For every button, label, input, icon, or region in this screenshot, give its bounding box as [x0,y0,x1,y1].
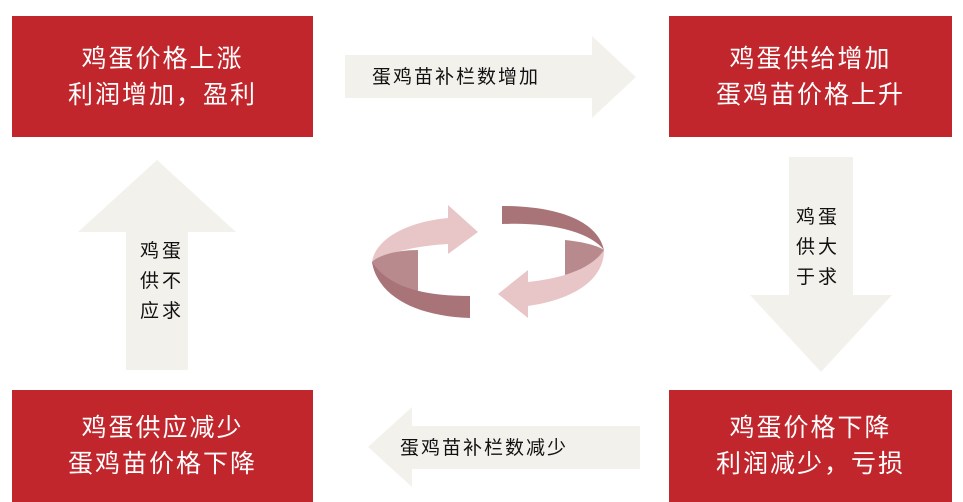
box-line: 鸡蛋价格上涨 [81,43,244,73]
left-up-arrow [78,160,236,370]
right-arrow-label: 鸡蛋 供大 于求 [796,202,840,292]
label-line: 鸡蛋 [796,206,841,228]
label-line: 供不 [140,270,185,292]
box-line: 利润减少，亏损 [715,449,905,478]
box-line: 鸡蛋供给增加 [729,43,892,73]
top-right-arrow [345,36,636,118]
price-rise-box: 鸡蛋价格上涨 利润增加，盈利 [12,16,313,137]
box-line: 鸡蛋供应减少 [81,413,244,442]
supply-decrease-box: 鸡蛋供应减少 蛋鸡苗价格下降 [12,390,313,502]
box-line: 鸡蛋价格下降 [729,413,892,442]
bottom-left-arrow [368,407,640,487]
price-fall-box: 鸡蛋价格下降 利润减少，亏损 [669,390,952,502]
label-line: 鸡蛋 [140,240,185,262]
box-line: 蛋鸡苗价格上升 [715,79,905,109]
bottom-arrow-label: 蛋鸡苗补栏数减少 [400,437,569,459]
label-line: 于求 [796,266,841,288]
cycle-icon [372,205,604,318]
right-down-arrow [750,157,892,372]
label-line: 应求 [140,300,185,322]
supply-increase-box: 鸡蛋供给增加 蛋鸡苗价格上升 [669,16,952,137]
box-line: 利润增加，盈利 [67,79,257,109]
label-line: 供大 [796,236,841,258]
left-arrow-label: 鸡蛋 供不 应求 [140,236,184,326]
box-line: 蛋鸡苗价格下降 [67,449,257,478]
top-arrow-label: 蛋鸡苗补栏数增加 [372,66,541,88]
